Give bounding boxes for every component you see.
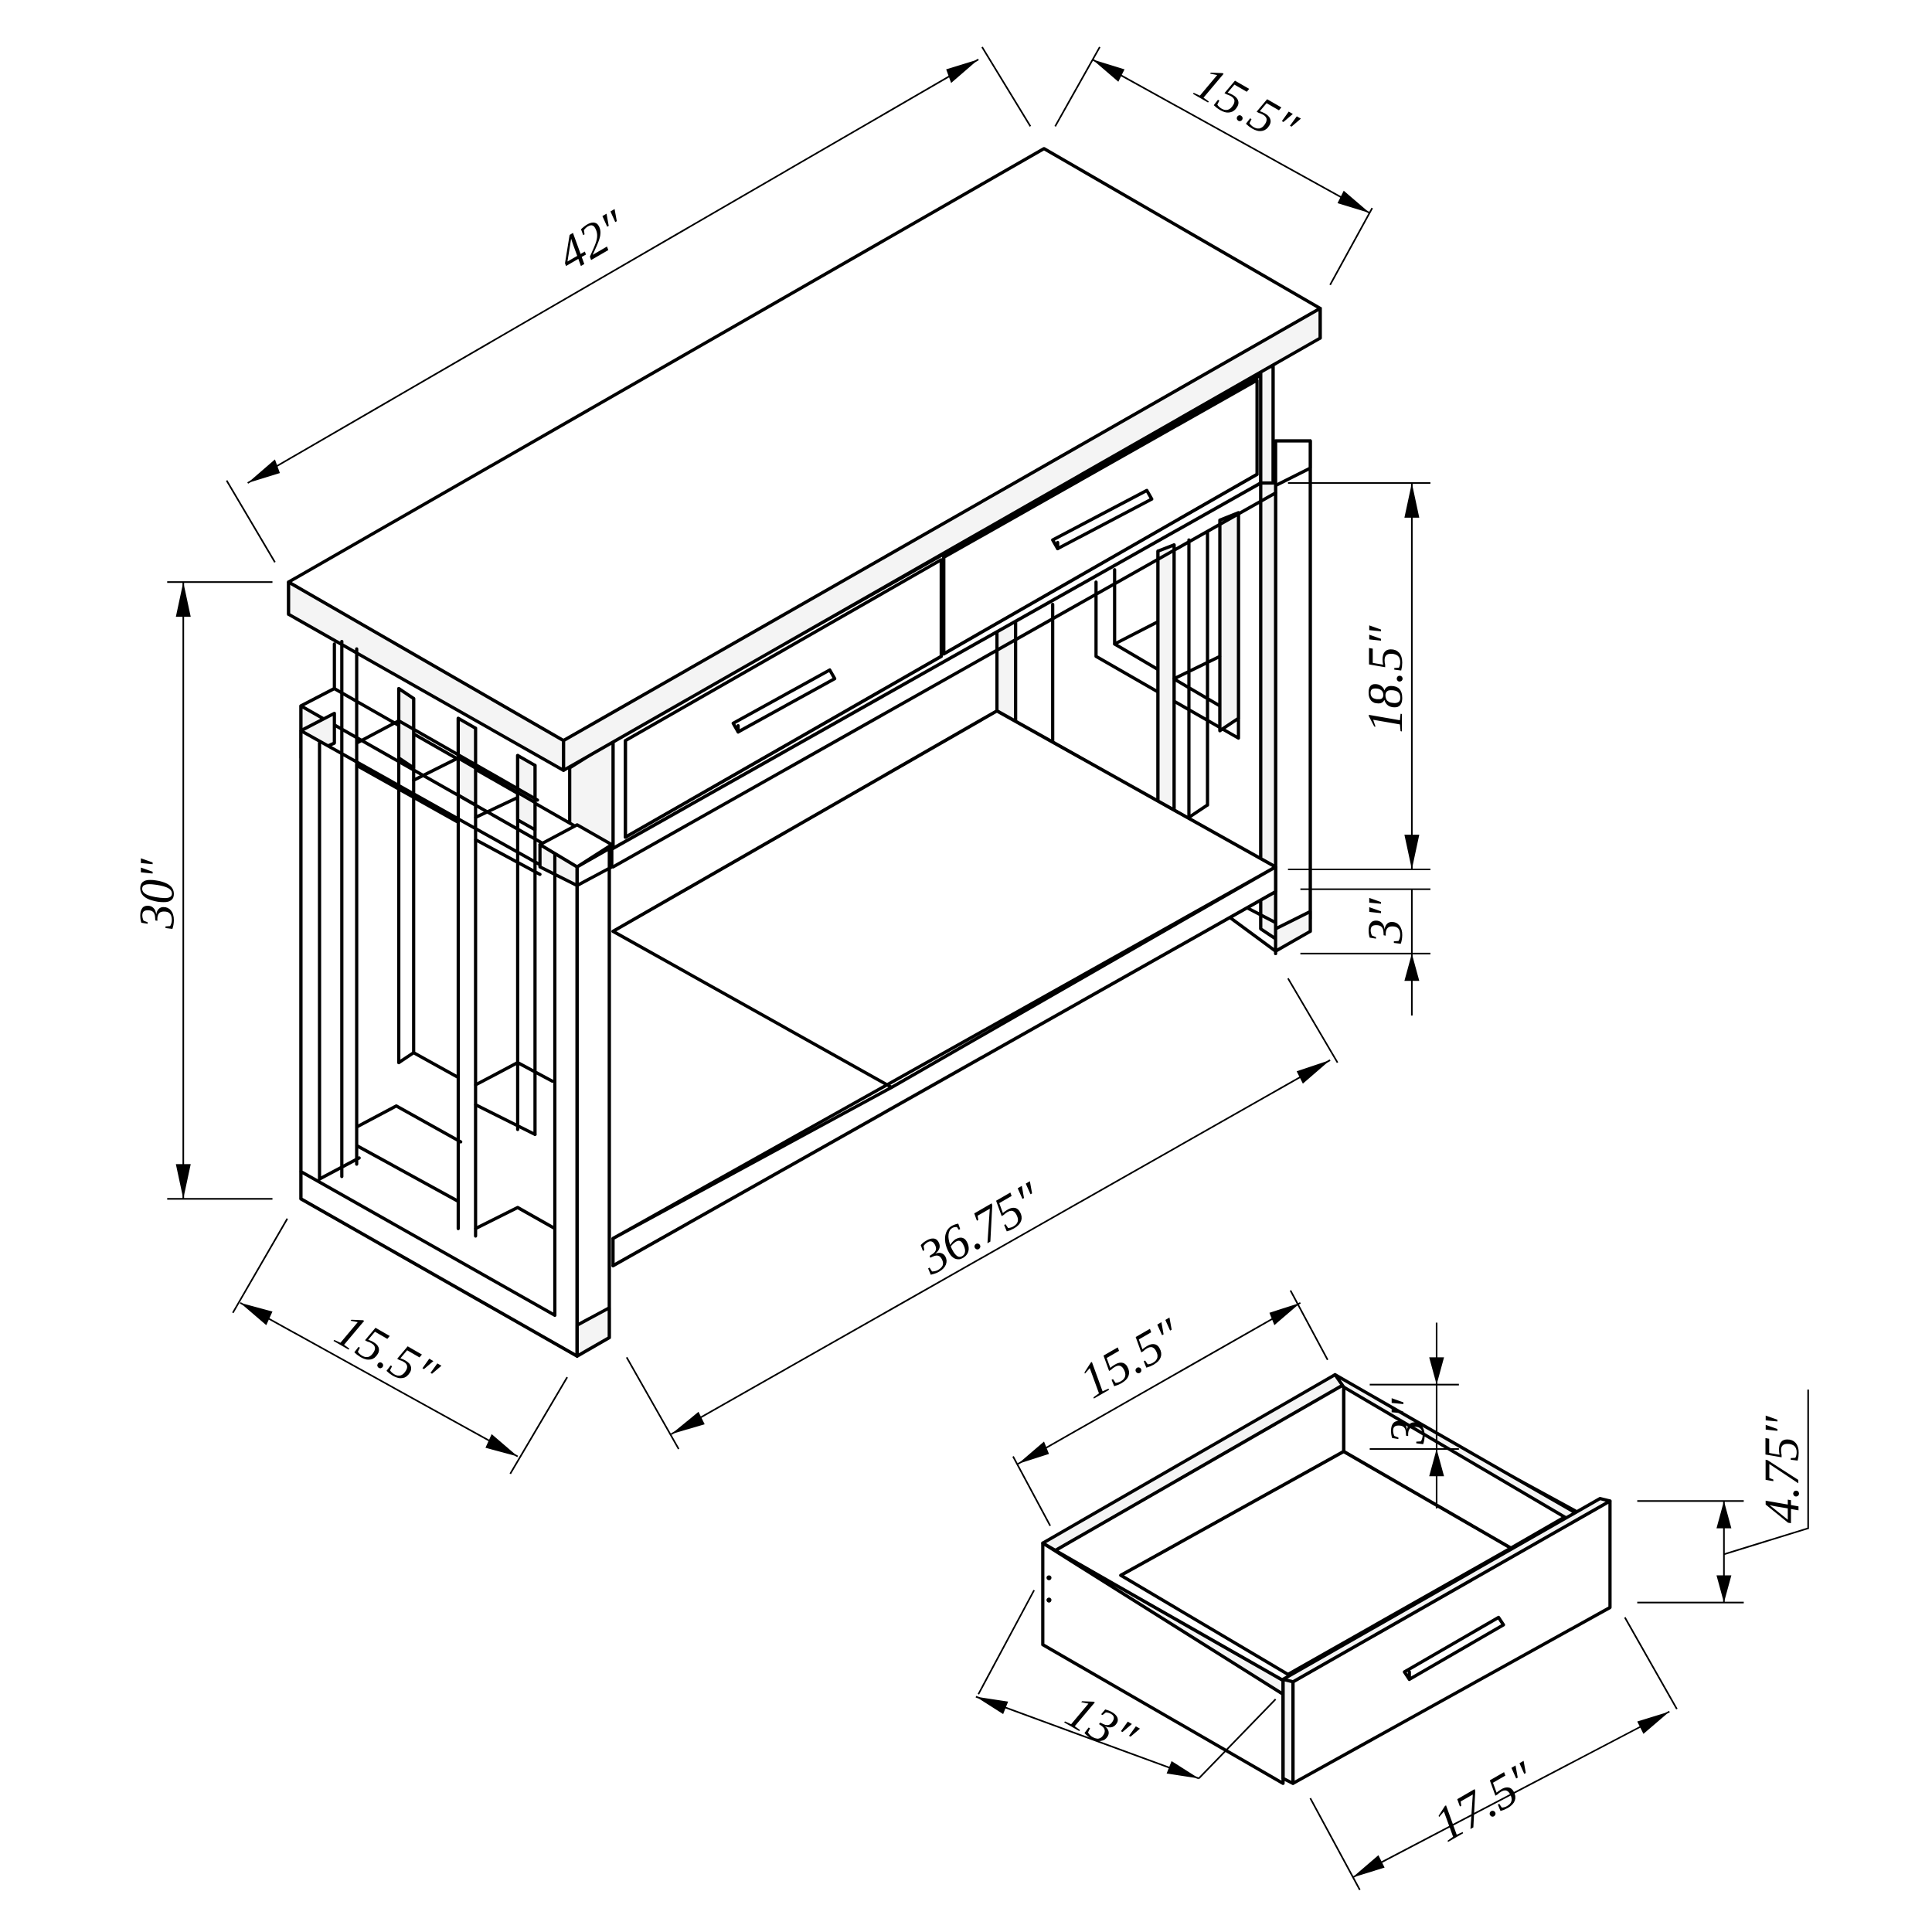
drawer-detail [1041, 1372, 1612, 1785]
dimension-label-overall-height: 30″ [129, 858, 184, 930]
dimension-label-drawer-front-height: 4.75″ [1754, 1415, 1809, 1523]
lower-shelf [611, 709, 1277, 1267]
dimension-overall-height: 30″ [129, 581, 273, 1200]
dimension-drawer-side-height: 3″ [1369, 1322, 1459, 1509]
drawer-left-handle-icon [731, 668, 837, 734]
dimension-label-shelf-clearance: 18.5″ [1358, 625, 1413, 733]
drawer-right[interactable] [942, 378, 1259, 656]
left-leg [299, 640, 614, 1358]
tabletop [287, 147, 1322, 772]
dimension-label-top-depth: 15.5″ [1186, 55, 1308, 157]
apron [568, 365, 1277, 869]
drawer-left[interactable] [624, 558, 944, 839]
console-table [287, 147, 1322, 1358]
right-leg [995, 439, 1312, 956]
dimension-shelf-clearance: 18.5″ [1287, 481, 1430, 871]
drawer-detail-handle-icon [1403, 1615, 1505, 1682]
dimension-label-top-length: 42″ [548, 199, 637, 282]
dimension-label-base-depth: 15.5″ [326, 1302, 447, 1404]
dimension-label-drawer-side-height: 3″ [1380, 1398, 1435, 1445]
dimension-label-shelf-length: 36.75″ [909, 1171, 1053, 1285]
drawer-right-handle-icon [1051, 488, 1154, 551]
drawer-front [1281, 1497, 1612, 1785]
dimension-label-shelf-to-floor: 3″ [1358, 897, 1413, 944]
dimension-label-drawer-front-width: 17.5″ [1424, 1750, 1546, 1852]
dimension-shelf-to-floor: 3″ [1300, 888, 1430, 1016]
dimension-label-drawer-width: 15.5″ [1070, 1307, 1192, 1409]
dimension-drawer-front-height: 4.75″ [1637, 1389, 1809, 1604]
